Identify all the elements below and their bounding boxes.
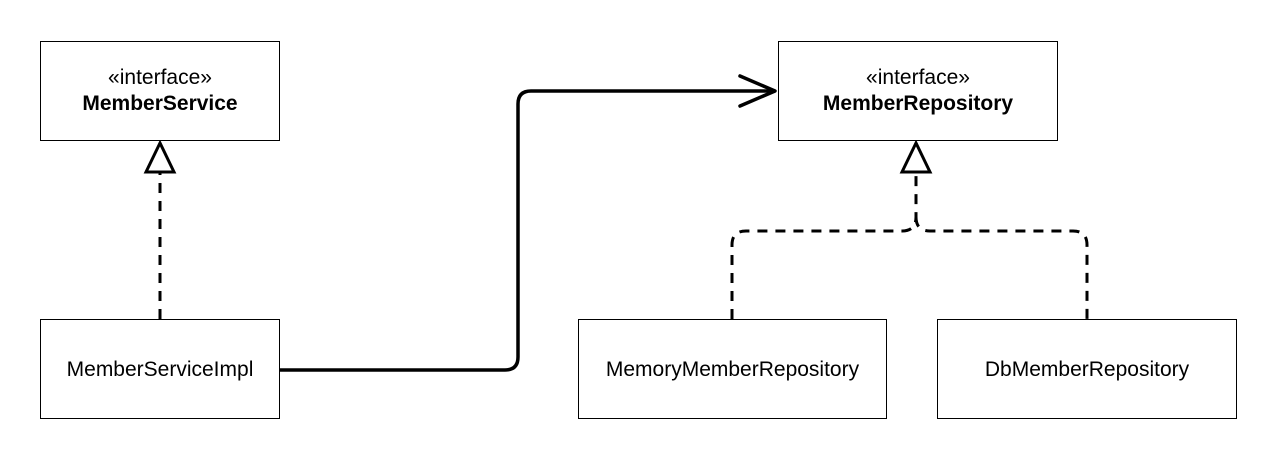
stereotype-label: «interface»: [866, 66, 970, 89]
member-service-impl-name: MemberServiceImpl: [66, 357, 254, 381]
member-repository-interface-box[interactable]: «interface» MemberRepository: [778, 41, 1058, 141]
memory-member-repository-name: MemoryMemberRepository: [605, 357, 860, 381]
realization-edge-repositories: [730, 172, 1089, 319]
memory-member-repository-box[interactable]: MemoryMemberRepository: [578, 319, 887, 419]
realization-arrowhead-member-repository: [899, 139, 933, 174]
member-repository-name: MemberRepository: [822, 92, 1014, 115]
member-service-name: MemberService: [82, 92, 238, 115]
db-member-repository-box[interactable]: DbMemberRepository: [937, 319, 1237, 419]
stereotype-label: «interface»: [108, 66, 212, 89]
db-member-repository-name: DbMemberRepository: [984, 357, 1190, 381]
member-service-interface-box[interactable]: «interface» MemberService: [40, 41, 280, 141]
realization-arrowhead-member-service: [143, 139, 177, 174]
association-arrowhead-member-repository: [738, 74, 777, 108]
member-service-impl-box[interactable]: MemberServiceImpl: [40, 319, 280, 419]
association-edge-service-impl-to-repository: [280, 89, 775, 372]
